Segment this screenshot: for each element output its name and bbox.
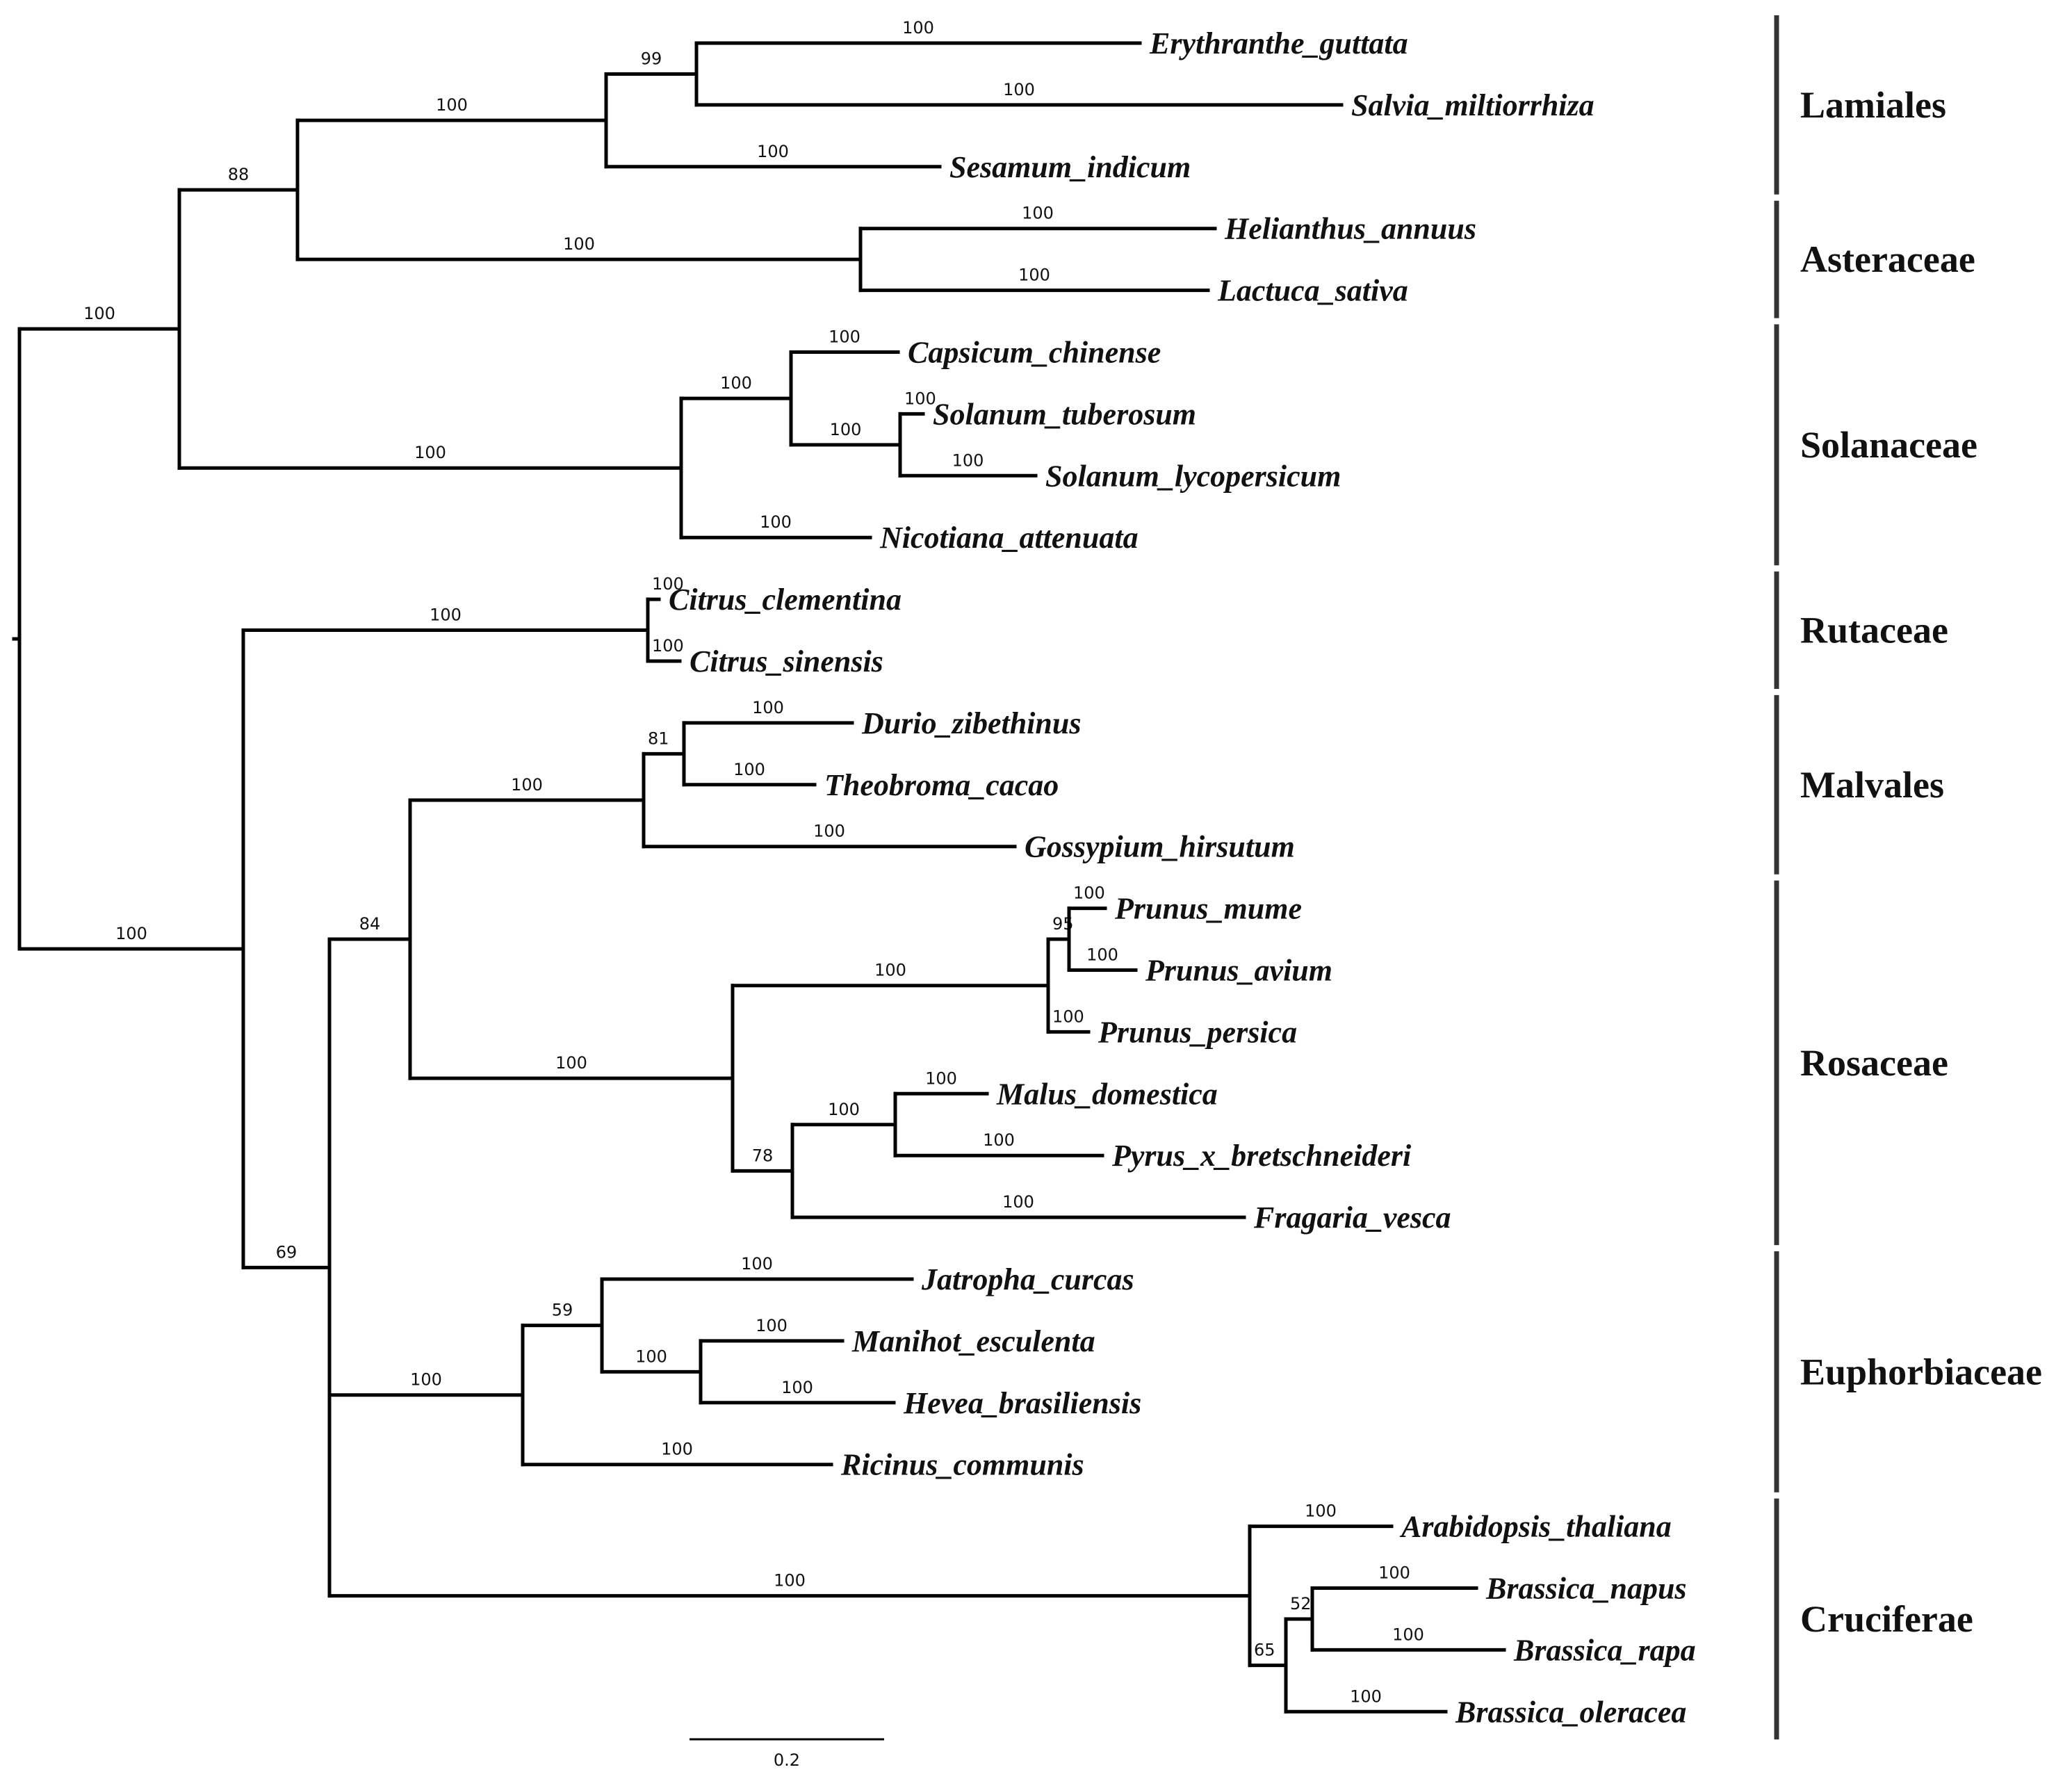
taxon-label: Citrus_clementina bbox=[669, 583, 902, 617]
taxon-label: Lactuca_sativa bbox=[1217, 274, 1408, 308]
family-label: Euphorbiaceae bbox=[1800, 1351, 2042, 1392]
support-value-Citrus_sinensis: 100 bbox=[652, 636, 684, 656]
support-value-Brassica_napus: 100 bbox=[1378, 1563, 1410, 1583]
taxon-label: Manihot_esculenta bbox=[851, 1324, 1095, 1358]
support-value-cruciferae: 100 bbox=[774, 1571, 806, 1591]
family-label: Malvales bbox=[1800, 764, 1944, 806]
support-value-Jatropha_curcas: 100 bbox=[741, 1254, 773, 1274]
support-value-Prunus_mume: 100 bbox=[1073, 884, 1105, 903]
support-value-Ricinus_communis: 100 bbox=[661, 1440, 693, 1459]
support-value-durio_theo: 81 bbox=[648, 729, 669, 748]
support-value-rutaceae: 100 bbox=[430, 605, 462, 625]
support-value-Brassica_rapa: 100 bbox=[1392, 1625, 1424, 1644]
taxon-label: Ricinus_communis bbox=[840, 1448, 1084, 1482]
taxon-label: Salvia_miltiorrhiza bbox=[1351, 88, 1594, 122]
support-value-Arabidopsis_thaliana: 100 bbox=[1305, 1502, 1337, 1521]
taxon-label: Gossypium_hirsutum bbox=[1025, 830, 1295, 864]
support-value-Manihot_esculenta: 100 bbox=[756, 1316, 788, 1335]
taxon-label: Hevea_brasiliensis bbox=[903, 1386, 1141, 1420]
taxon-label: Prunus_persica bbox=[1098, 1015, 1297, 1049]
taxon-label: Malus_domestica bbox=[996, 1077, 1218, 1111]
support-value-Durio_zibethinus: 100 bbox=[752, 698, 784, 717]
taxon-label: Nicotiana_attenuata bbox=[879, 521, 1139, 555]
taxon-label: Theobroma_cacao bbox=[824, 768, 1059, 802]
taxon-label: Durio_zibethinus bbox=[861, 706, 1081, 740]
taxon-label: Erythranthe_guttata bbox=[1149, 26, 1408, 60]
support-value-Theobroma_cacao: 100 bbox=[733, 760, 765, 779]
taxon-label: Pyrus_x_bretschneideri bbox=[1111, 1139, 1412, 1173]
scale-bar-label: 0.2 bbox=[774, 1750, 800, 1770]
taxon-label: Citrus_sinensis bbox=[690, 644, 883, 678]
support-value-asterids: 100 bbox=[83, 304, 115, 323]
support-value-Citrus_clementina: 100 bbox=[652, 574, 684, 594]
support-value-Salvia_miltiorrhiza: 100 bbox=[1003, 80, 1035, 99]
family-label: Solanaceae bbox=[1800, 424, 1977, 466]
taxon-label: Helianthus_annuus bbox=[1224, 212, 1476, 246]
taxon-label: Fragaria_vesca bbox=[1253, 1201, 1451, 1235]
support-value-Lactuca_sativa: 100 bbox=[1018, 266, 1050, 285]
support-value-cap_sol: 100 bbox=[720, 373, 752, 393]
support-value-Erythranthe_guttata: 100 bbox=[902, 18, 934, 38]
taxon-label: Solanum_tuberosum bbox=[933, 397, 1196, 431]
support-value-malv_ros: 84 bbox=[359, 914, 381, 934]
taxon-label: Brassica_oleracea bbox=[1455, 1695, 1686, 1729]
family-label: Rosaceae bbox=[1800, 1042, 1948, 1084]
support-value-Solanum_tuberosum: 100 bbox=[904, 389, 936, 408]
support-value-Fragaria_vesca: 100 bbox=[1002, 1192, 1034, 1212]
taxon-label: Arabidopsis_thaliana bbox=[1399, 1510, 1672, 1544]
support-value-man_hev: 100 bbox=[635, 1347, 667, 1366]
taxon-label: Sesamum_indicum bbox=[949, 150, 1191, 184]
support-value-euphorbiaceae: 100 bbox=[410, 1370, 442, 1390]
support-value-asteraceae: 100 bbox=[563, 234, 595, 254]
support-value-Helianthus_annuus: 100 bbox=[1022, 204, 1054, 223]
support-value-rosids: 100 bbox=[115, 924, 147, 943]
family-label: Lamiales bbox=[1800, 84, 1946, 126]
support-value-malvales: 100 bbox=[511, 775, 543, 795]
taxon-label: Brassica_rapa bbox=[1513, 1633, 1696, 1667]
support-value-Gossypium_hirsutum: 100 bbox=[813, 822, 845, 841]
taxon-label: Capsicum_chinense bbox=[908, 336, 1161, 370]
support-value-maleae: 100 bbox=[828, 1100, 860, 1119]
support-value-lam_pair: 99 bbox=[641, 49, 662, 68]
taxon-label: Solanum_lycopersicum bbox=[1045, 459, 1341, 493]
support-value-Brassica_oleracea: 100 bbox=[1350, 1686, 1382, 1706]
family-label: Asteraceae bbox=[1800, 238, 1975, 280]
support-value-Malus_domestica: 100 bbox=[925, 1068, 957, 1088]
taxon-label: Jatropha_curcas bbox=[921, 1262, 1134, 1296]
support-value-prunus: 100 bbox=[874, 961, 906, 980]
support-value-Solanum_lycopersicum: 100 bbox=[952, 450, 984, 470]
support-value-solanaceae: 100 bbox=[414, 443, 446, 462]
support-value-lam_ast: 88 bbox=[228, 165, 250, 184]
support-value-Hevea_brasiliensis: 100 bbox=[781, 1378, 813, 1397]
support-value-napus_rapa: 52 bbox=[1290, 1594, 1312, 1613]
taxon-label: Prunus_avium bbox=[1145, 954, 1332, 988]
support-value-maleae_frag: 78 bbox=[752, 1146, 774, 1165]
support-value-Pyrus_x_bretschneideri: 100 bbox=[983, 1130, 1015, 1150]
support-value-solanum: 100 bbox=[830, 420, 862, 439]
support-value-Prunus_avium: 100 bbox=[1086, 945, 1118, 965]
support-value-rosids_inner: 69 bbox=[276, 1242, 297, 1262]
support-value-lamiales: 100 bbox=[436, 95, 468, 115]
family-label: Cruciferae bbox=[1800, 1598, 1973, 1640]
support-value-Prunus_persica: 100 bbox=[1052, 1007, 1084, 1026]
family-label: Rutaceae bbox=[1800, 610, 1948, 651]
taxon-label: Prunus_mume bbox=[1114, 892, 1302, 926]
support-value-brassica: 65 bbox=[1254, 1641, 1275, 1660]
support-value-Nicotiana_attenuata: 100 bbox=[760, 512, 792, 532]
support-value-euph_inner: 59 bbox=[552, 1301, 573, 1320]
support-value-Capsicum_chinense: 100 bbox=[829, 327, 860, 347]
support-value-rosaceae: 100 bbox=[555, 1053, 587, 1073]
taxon-label: Brassica_napus bbox=[1485, 1572, 1687, 1606]
support-value-Sesamum_indicum: 100 bbox=[757, 142, 789, 161]
